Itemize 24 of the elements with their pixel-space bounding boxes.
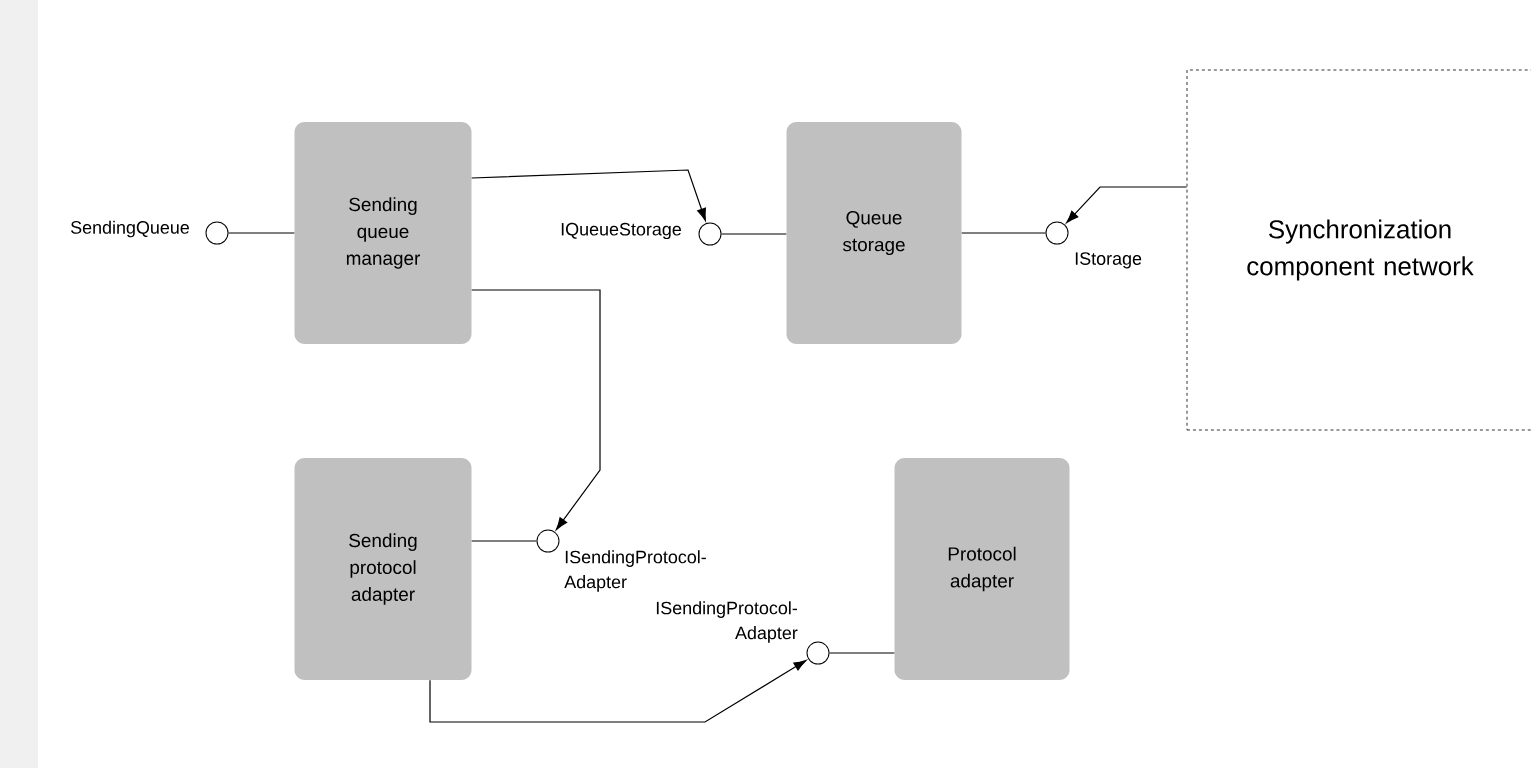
connector <box>227 232 295 234</box>
component-box: Protocol adapter <box>894 458 1070 680</box>
component-box: Sending queue manager <box>294 122 472 344</box>
interface-circle <box>806 641 830 665</box>
connector <box>1066 186 1188 224</box>
interface-circle <box>698 222 722 246</box>
connector <box>471 289 601 531</box>
connector <box>720 233 787 235</box>
interface-circle <box>1045 221 1069 245</box>
interface-label: ISendingProtocol-Adapter <box>656 601 798 643</box>
connector <box>828 652 895 654</box>
connector <box>471 169 706 222</box>
interface-circle <box>205 221 229 245</box>
connector <box>961 232 1047 234</box>
interface-label: IStorage <box>1075 252 1142 269</box>
connector <box>471 540 538 542</box>
connector <box>429 659 807 723</box>
interface-label: ISendingProtocol-Adapter <box>564 550 706 592</box>
interface-circle <box>536 529 560 553</box>
interface-label: IQueueStorage <box>561 222 681 240</box>
interface-label: SendingQueue <box>70 220 189 238</box>
component-box: Sending protocol adapter <box>294 458 472 680</box>
component-box: Queue storage <box>786 122 962 344</box>
component-frame: Synchronization component network <box>1186 69 1531 431</box>
